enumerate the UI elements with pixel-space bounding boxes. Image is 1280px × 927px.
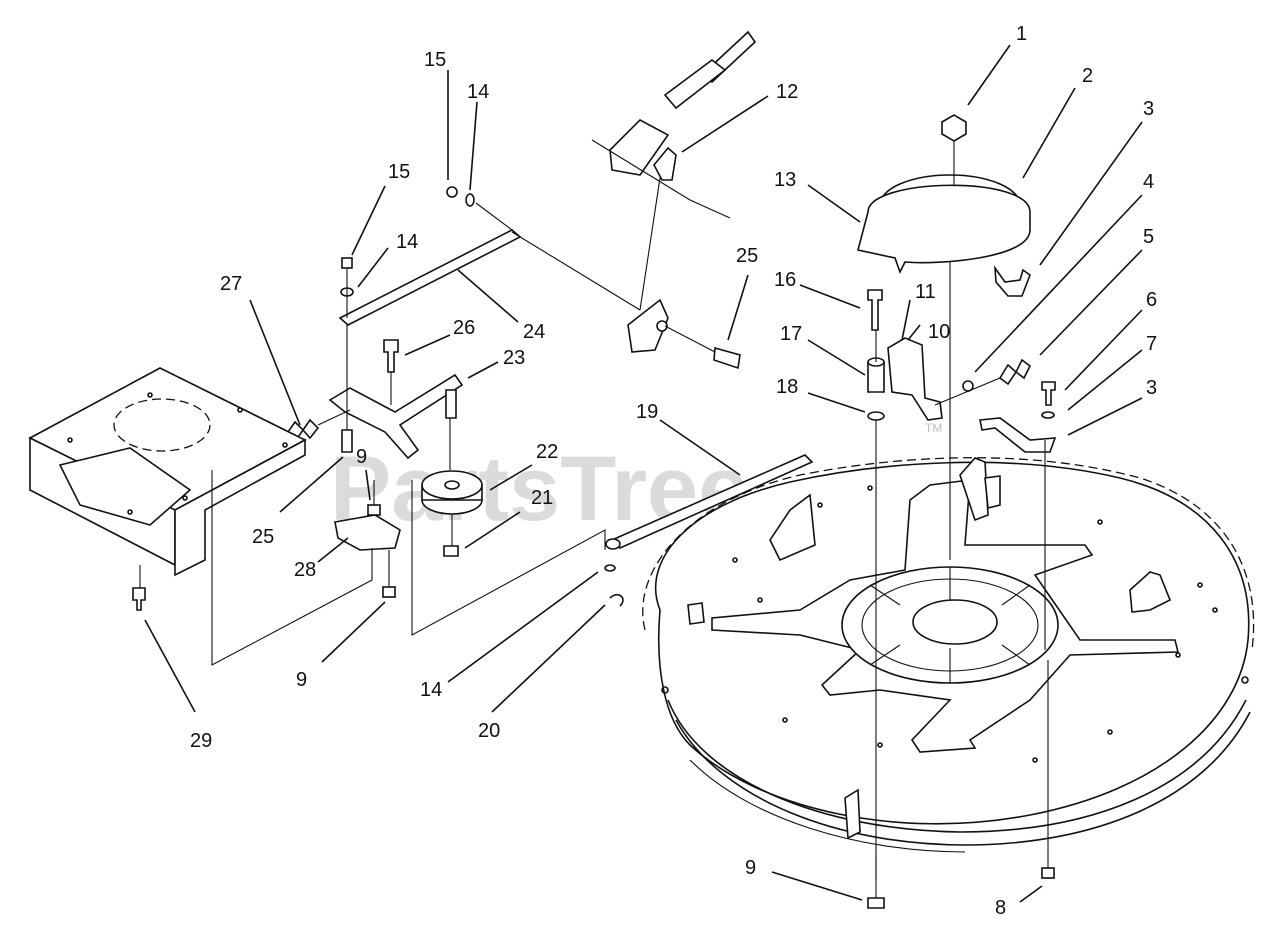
callout-6: 6 [1146, 289, 1157, 311]
callout-2: 2 [1082, 65, 1093, 87]
callout-27: 27 [220, 273, 242, 295]
watermark-text: PartsTree [330, 438, 749, 540]
washer-7[interactable] [1041, 411, 1055, 419]
callout-12: 12 [776, 81, 798, 103]
callout-13: 13 [774, 169, 796, 191]
rod-24[interactable] [338, 229, 522, 326]
callout-21: 21 [531, 487, 553, 509]
bellcrank-bracket[interactable] [627, 298, 669, 353]
callout-14-bottom: 14 [420, 679, 442, 701]
callout-15-mid: 15 [388, 161, 410, 183]
callout-labels: 1 2 3 4 5 6 7 3 8 9 9 9 10 11 12 13 14 1… [190, 23, 1157, 919]
callout-19: 19 [636, 401, 658, 423]
belt-guide-right[interactable] [979, 417, 1057, 453]
callout-17: 17 [780, 323, 802, 345]
nut-9-upper[interactable] [367, 504, 381, 516]
bellcrank-pivot[interactable] [656, 320, 668, 332]
bolt-26[interactable] [383, 339, 399, 373]
callout-8: 8 [995, 897, 1006, 919]
callout-1: 1 [1016, 23, 1027, 45]
washer-14-cable[interactable] [604, 564, 616, 572]
clip-20[interactable] [609, 593, 624, 607]
stud-23[interactable] [445, 389, 457, 419]
callout-9-lower: 9 [296, 669, 307, 691]
spring-5[interactable] [998, 358, 1032, 386]
bolt-16[interactable] [867, 289, 883, 331]
callout-29: 29 [190, 730, 212, 752]
callout-11: 11 [915, 281, 936, 303]
nut-9-bottom[interactable] [867, 897, 885, 909]
callout-26: 26 [453, 317, 475, 339]
callout-20: 20 [478, 720, 500, 742]
callout-25-upper: 25 [736, 245, 758, 267]
idler-pulley-22[interactable] [421, 470, 483, 515]
pin-15-lower[interactable] [341, 257, 353, 269]
cable-end-eye [605, 538, 621, 550]
callout-leaders [144, 44, 1143, 903]
callout-3-upper: 3 [1143, 98, 1154, 120]
idler-bracket[interactable] [867, 337, 943, 421]
washer-18[interactable] [867, 411, 885, 421]
callout-10: 10 [928, 321, 950, 343]
pin-15-upper[interactable] [446, 186, 458, 198]
watermark-trademark: TM [925, 421, 942, 435]
callout-3-lower: 3 [1146, 377, 1157, 399]
bolt-29[interactable] [132, 587, 146, 611]
callout-18: 18 [776, 376, 798, 398]
bolt-6[interactable] [1041, 381, 1056, 406]
callout-16: 16 [774, 269, 796, 291]
bolt-25-left[interactable] [341, 429, 353, 453]
idler-arm-23[interactable] [328, 373, 464, 460]
nut-8[interactable] [1041, 867, 1055, 879]
callout-4: 4 [1143, 171, 1154, 193]
callout-14-mid: 14 [396, 231, 418, 253]
callout-24: 24 [523, 321, 545, 343]
callout-22: 22 [536, 441, 558, 463]
callout-9-upper: 9 [356, 446, 367, 468]
engine-mount-plate[interactable] [28, 367, 307, 577]
mower-deck[interactable] [642, 457, 1255, 853]
callout-25-left: 25 [252, 526, 274, 548]
nut-21[interactable] [443, 545, 459, 557]
belt-guide-top[interactable] [993, 265, 1031, 297]
washer-14-upper[interactable] [465, 193, 475, 207]
nut-9-lower[interactable] [382, 586, 396, 598]
callout-9-bottom: 9 [745, 857, 756, 879]
callout-7: 7 [1146, 333, 1157, 355]
lift-lever[interactable] [591, 30, 757, 311]
deck-holes [661, 485, 1249, 763]
bolt-25-upper[interactable] [713, 346, 741, 370]
callout-15-top: 15 [424, 49, 446, 71]
callout-23: 23 [503, 347, 525, 369]
callout-14-top: 14 [467, 81, 489, 103]
callout-28: 28 [294, 559, 316, 581]
callout-5: 5 [1143, 226, 1154, 248]
drive-belt[interactable] [857, 184, 1031, 275]
